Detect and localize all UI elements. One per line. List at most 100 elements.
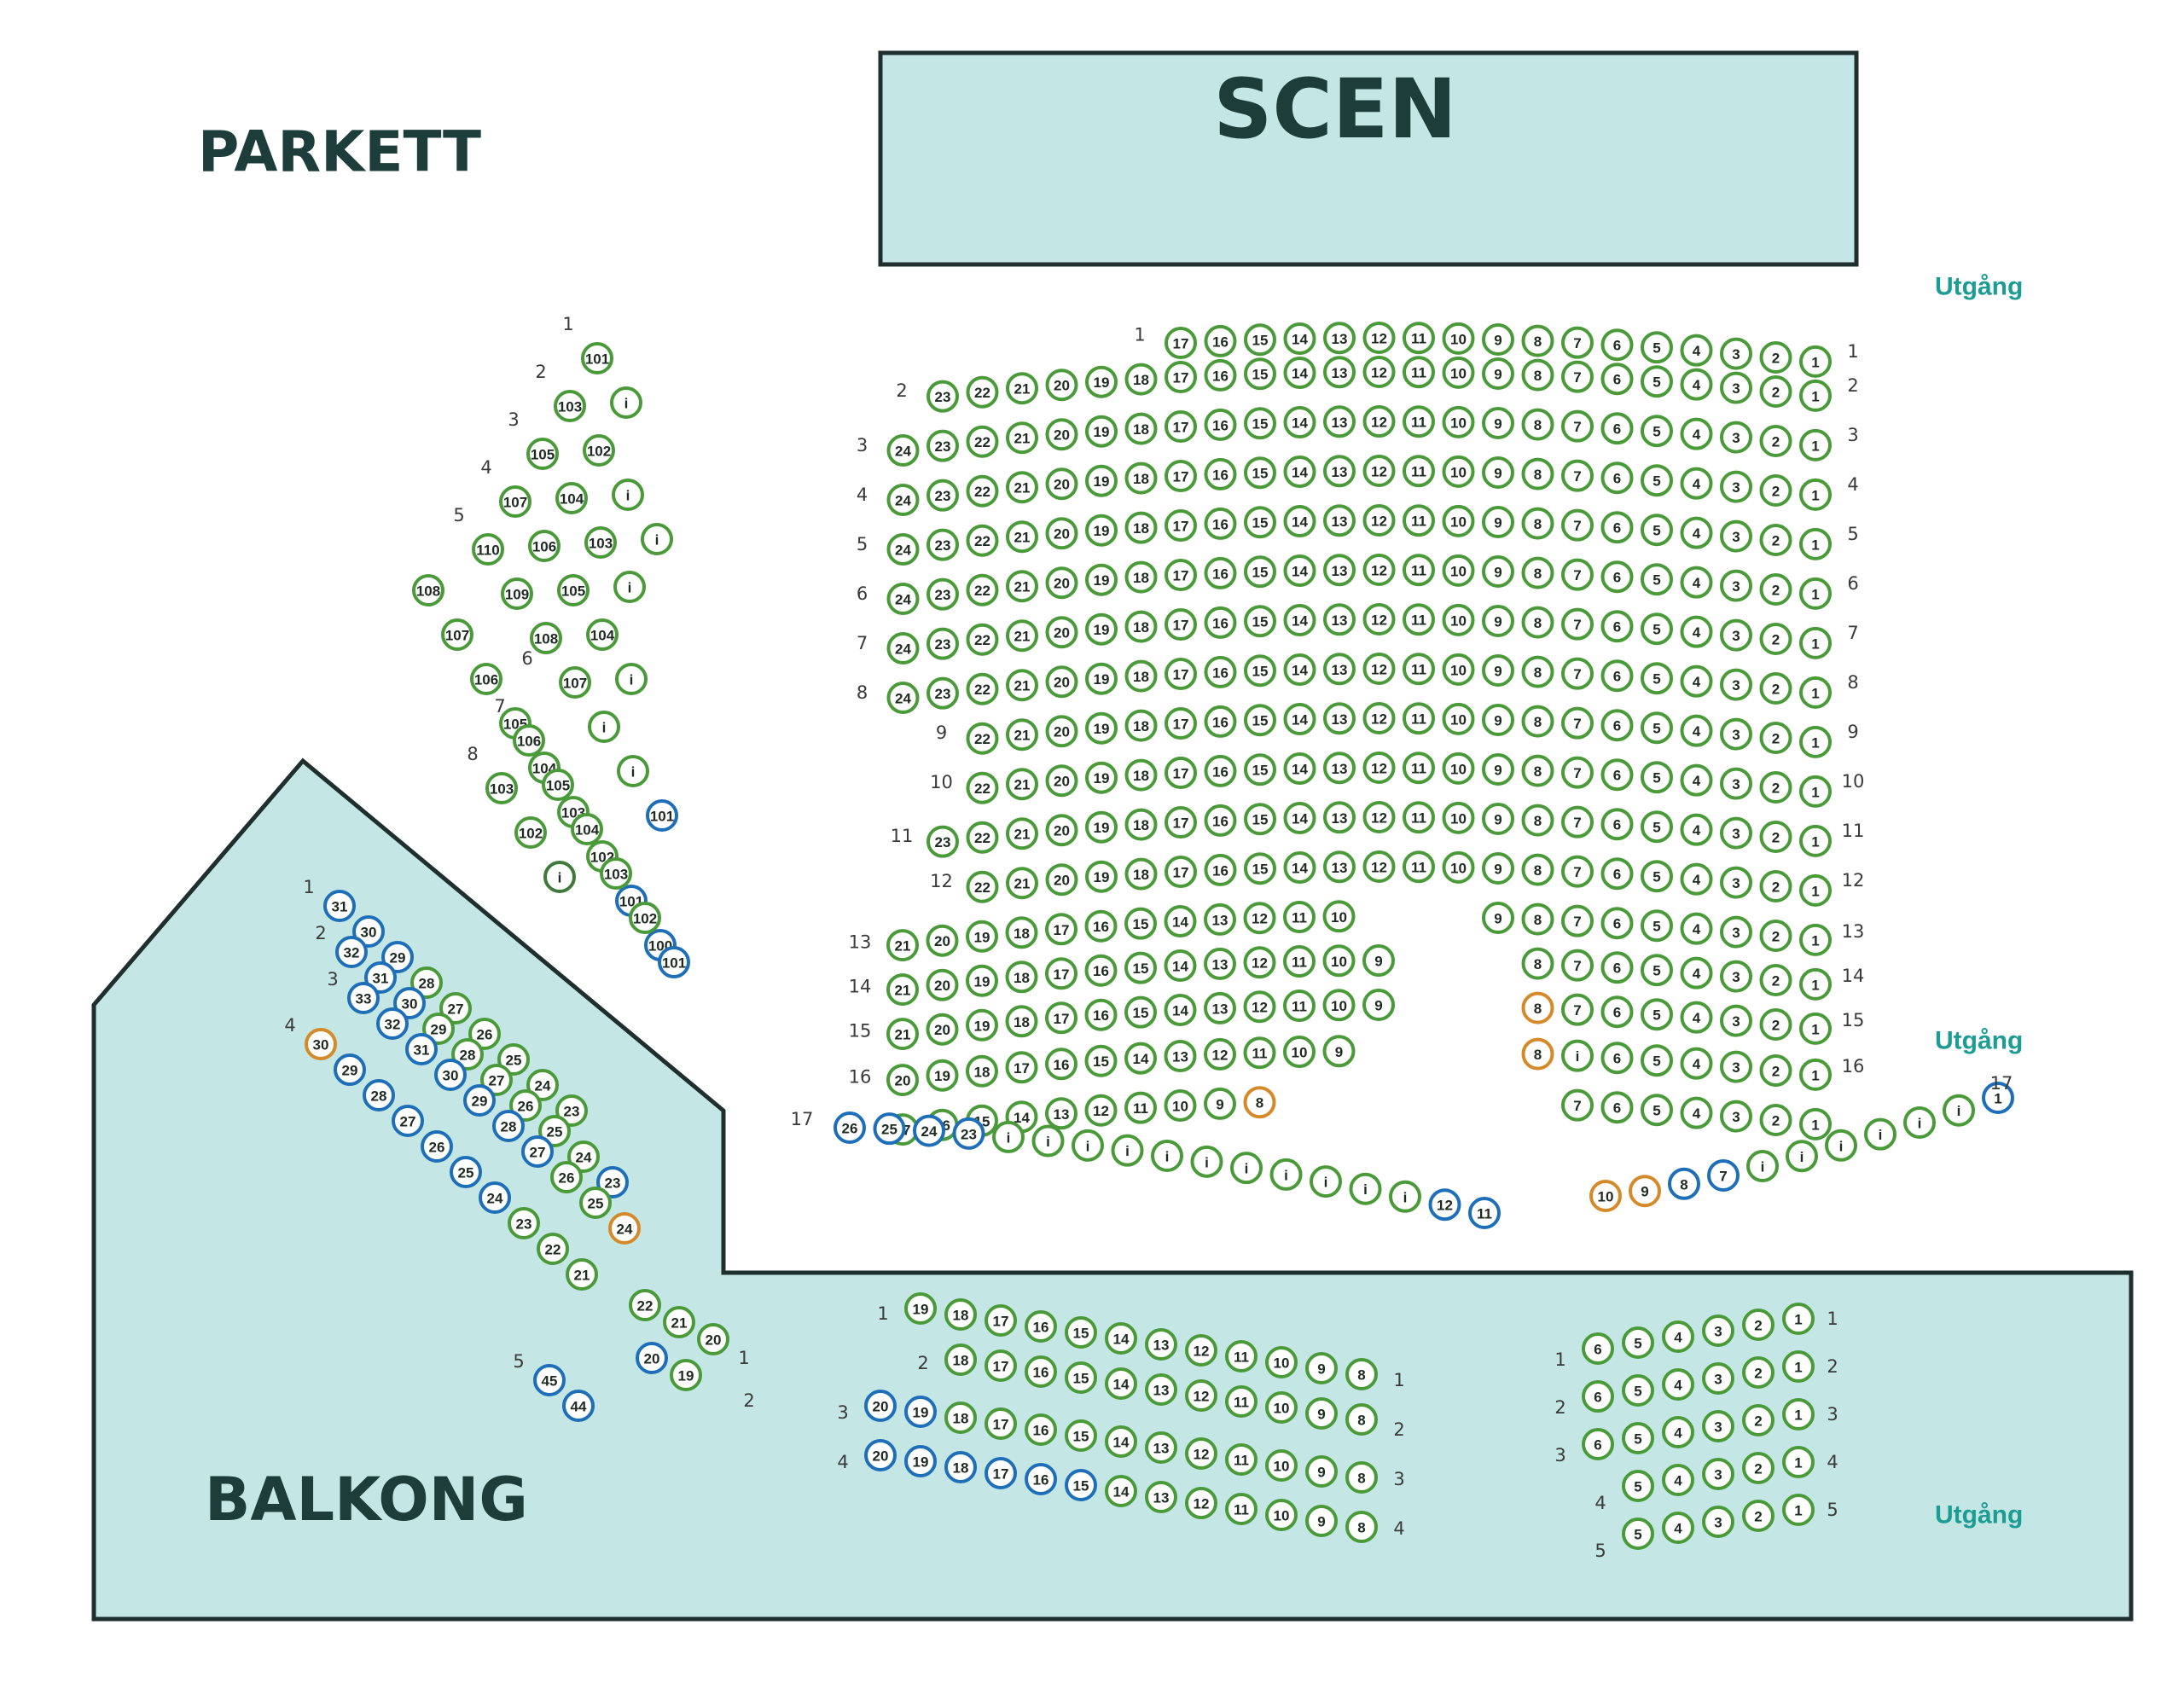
- seat-balkong-right-r2-2[interactable]: 2: [1742, 1356, 1774, 1389]
- seat-balkong-left-r2-31-1[interactable]: 31: [364, 961, 397, 994]
- seat-parkett-r8-16[interactable]: 16: [1204, 655, 1237, 688]
- seat-balkong-left-r2-29-3[interactable]: 29: [422, 1013, 455, 1045]
- seat-parkett-r11-13[interactable]: 13: [1323, 801, 1356, 834]
- seat-parkett-r14-4-right[interactable]: 4: [1680, 956, 1713, 989]
- seat-parkett-r7-19[interactable]: 19: [1085, 612, 1118, 646]
- seat-parkett-r4-7[interactable]: 7: [1561, 459, 1594, 492]
- seat-parkett-r7-5[interactable]: 5: [1641, 612, 1673, 646]
- seat-parkett-r5-1[interactable]: 1: [1799, 527, 1832, 560]
- seat-parkett-r5-19[interactable]: 19: [1085, 514, 1118, 547]
- seat-parkett-r17-i-7[interactable]: i: [1111, 1134, 1144, 1167]
- seat-balkong-center-r3-18[interactable]: 18: [944, 1402, 977, 1434]
- seat-parkett-r3-7[interactable]: 7: [1561, 409, 1594, 443]
- seat-balkong-left-r3-27-6[interactable]: 27: [521, 1135, 554, 1168]
- seat-parkett-r17-23-3[interactable]: 23: [952, 1117, 985, 1150]
- seat-parkett-r7-17[interactable]: 17: [1165, 608, 1197, 641]
- seat-balkong-center-r1-18[interactable]: 18: [944, 1298, 977, 1331]
- seat-parkett-r15-19[interactable]: 19: [966, 1008, 998, 1042]
- seat-balkong-left-r4-23-7[interactable]: 23: [508, 1207, 540, 1239]
- seat-balkong-left-r1-30-1[interactable]: 30: [352, 915, 385, 948]
- seat-side-r4-106-1[interactable]: 106: [528, 530, 561, 562]
- seat-parkett-rx-5-right[interactable]: 5: [1641, 1094, 1673, 1127]
- seat-parkett-r16-10[interactable]: 10: [1283, 1036, 1316, 1069]
- seat-parkett-r10-17[interactable]: 17: [1165, 757, 1197, 790]
- seat-parkett-r4-12[interactable]: 12: [1362, 455, 1396, 488]
- seat-parkett-r14-3-right[interactable]: 3: [1720, 960, 1752, 993]
- seat-parkett-r8-1[interactable]: 1: [1799, 676, 1832, 709]
- seat-balkong-center-r3-14[interactable]: 14: [1105, 1425, 1137, 1458]
- seat-parkett-r8-19[interactable]: 19: [1085, 662, 1118, 695]
- seat-parkett-r15-2-right[interactable]: 2: [1759, 1008, 1792, 1042]
- seat-parkett-r13-10[interactable]: 10: [1322, 900, 1356, 933]
- seat-parkett-r13-6-right[interactable]: 6: [1600, 907, 1634, 940]
- seat-balkong-left-r2-25-7[interactable]: 25: [538, 1115, 571, 1147]
- seat-side-r7-102-4[interactable]: 102: [629, 902, 661, 934]
- seat-parkett-r10-10[interactable]: 10: [1442, 752, 1475, 785]
- seat-balkong-right-r1-3[interactable]: 3: [1702, 1314, 1734, 1347]
- seat-parkett-r17-i-right-6[interactable]: i: [1825, 1129, 1857, 1162]
- seat-parkett-r3-15[interactable]: 15: [1244, 407, 1276, 440]
- seat-parkett-r1-6[interactable]: 6: [1600, 328, 1634, 362]
- seat-parkett-r4-3[interactable]: 3: [1720, 470, 1752, 503]
- seat-parkett-r14-5-right[interactable]: 5: [1641, 954, 1673, 987]
- seat-balkong-left-r2-30-2[interactable]: 30: [393, 987, 426, 1019]
- seat-side-r7-101-5[interactable]: 101: [658, 946, 690, 978]
- seat-parkett-r10-16[interactable]: 16: [1204, 754, 1237, 787]
- seat-parkett-r3-21[interactable]: 21: [1006, 421, 1038, 455]
- seat-parkett-r1-9[interactable]: 9: [1482, 322, 1514, 356]
- seat-parkett-r2-20[interactable]: 20: [1045, 369, 1078, 402]
- seat-parkett-r16-17[interactable]: 17: [1005, 1051, 1038, 1084]
- seat-parkett-r15-21[interactable]: 21: [886, 1018, 919, 1051]
- seat-side-r7-106-0[interactable]: 106: [513, 724, 545, 757]
- seat-balkong-left-r2-26-6[interactable]: 26: [509, 1089, 542, 1122]
- seat-parkett-rx-7-right[interactable]: 7: [1561, 1088, 1594, 1122]
- seat-parkett-r11-9[interactable]: 9: [1482, 802, 1514, 835]
- seat-side-r3-103-2[interactable]: 103: [584, 526, 617, 559]
- seat-parkett-r13-17[interactable]: 17: [1045, 913, 1077, 946]
- seat-parkett-r2-6[interactable]: 6: [1600, 363, 1634, 396]
- seat-balkong-left-r1-29-2[interactable]: 29: [381, 941, 414, 973]
- seat-parkett-r3-11[interactable]: 11: [1403, 405, 1435, 438]
- seat-balkong-center-r4-18[interactable]: 18: [944, 1451, 977, 1483]
- seat-side-r7-103-3[interactable]: 103: [600, 857, 632, 890]
- seat-balkong-center-r3-8[interactable]: 8: [1345, 1461, 1378, 1494]
- seat-balkong-center-r4-10[interactable]: 10: [1265, 1499, 1298, 1531]
- seat-balkong-right-r5-5[interactable]: 5: [1622, 1518, 1654, 1550]
- seat-parkett-r17-i-11[interactable]: i: [1269, 1158, 1303, 1191]
- seat-parkett-r14-20[interactable]: 20: [926, 968, 959, 1001]
- seat-parkett-r13-18[interactable]: 18: [1005, 916, 1038, 949]
- seat-side-r4-104-3[interactable]: 104: [586, 618, 619, 651]
- seat-parkett-r9-3[interactable]: 3: [1720, 717, 1752, 751]
- seat-parkett-r7-15[interactable]: 15: [1244, 605, 1276, 638]
- seat-balkong-left-r1-31-0[interactable]: 31: [323, 890, 356, 922]
- seat-parkett-r7-3[interactable]: 3: [1720, 618, 1752, 652]
- seat-parkett-r8-13[interactable]: 13: [1323, 653, 1356, 686]
- seat-parkett-r3-19[interactable]: 19: [1085, 415, 1118, 448]
- seat-parkett-r5-13[interactable]: 13: [1323, 504, 1356, 537]
- seat-balkong-center-r4-11[interactable]: 11: [1225, 1493, 1258, 1525]
- seat-parkett-r4-2[interactable]: 2: [1759, 474, 1792, 508]
- seat-parkett-r13-2-right[interactable]: 2: [1759, 920, 1792, 953]
- seat-parkett-r5-4[interactable]: 4: [1680, 516, 1713, 549]
- seat-parkett-r6-6[interactable]: 6: [1600, 560, 1634, 594]
- seat-side-r2-i-3[interactable]: i: [641, 523, 673, 555]
- seat-parkett-r10-2[interactable]: 2: [1759, 771, 1792, 804]
- seat-parkett-r11-10[interactable]: 10: [1442, 801, 1475, 834]
- seat-balkong-center-r2-14[interactable]: 14: [1105, 1367, 1137, 1400]
- seat-parkett-r2-18[interactable]: 18: [1124, 363, 1158, 396]
- seat-balkong-left-r1-26-5[interactable]: 26: [468, 1018, 501, 1050]
- seat-balkong-left-r4-30-0[interactable]: 30: [305, 1028, 337, 1060]
- seat-parkett-r15-18[interactable]: 18: [1005, 1005, 1038, 1038]
- seat-parkett-r4-16[interactable]: 16: [1204, 457, 1237, 490]
- seat-side-r5-110-0[interactable]: 110: [472, 533, 504, 566]
- seat-parkett-r5-6[interactable]: 6: [1600, 511, 1634, 544]
- seat-parkett-r4-13[interactable]: 13: [1323, 455, 1356, 488]
- seat-parkett-r9-8[interactable]: 8: [1521, 705, 1554, 738]
- seat-balkong-small-r1-21[interactable]: 21: [663, 1306, 695, 1338]
- seat-parkett-r13-21[interactable]: 21: [886, 929, 919, 962]
- seat-parkett-r16-18[interactable]: 18: [966, 1054, 998, 1088]
- seat-parkett-r2-4[interactable]: 4: [1680, 368, 1713, 401]
- seat-parkett-r1-13[interactable]: 13: [1323, 322, 1356, 355]
- seat-parkett-r10-4[interactable]: 4: [1680, 763, 1713, 797]
- seat-balkong-left-r3-32-1[interactable]: 32: [376, 1007, 409, 1040]
